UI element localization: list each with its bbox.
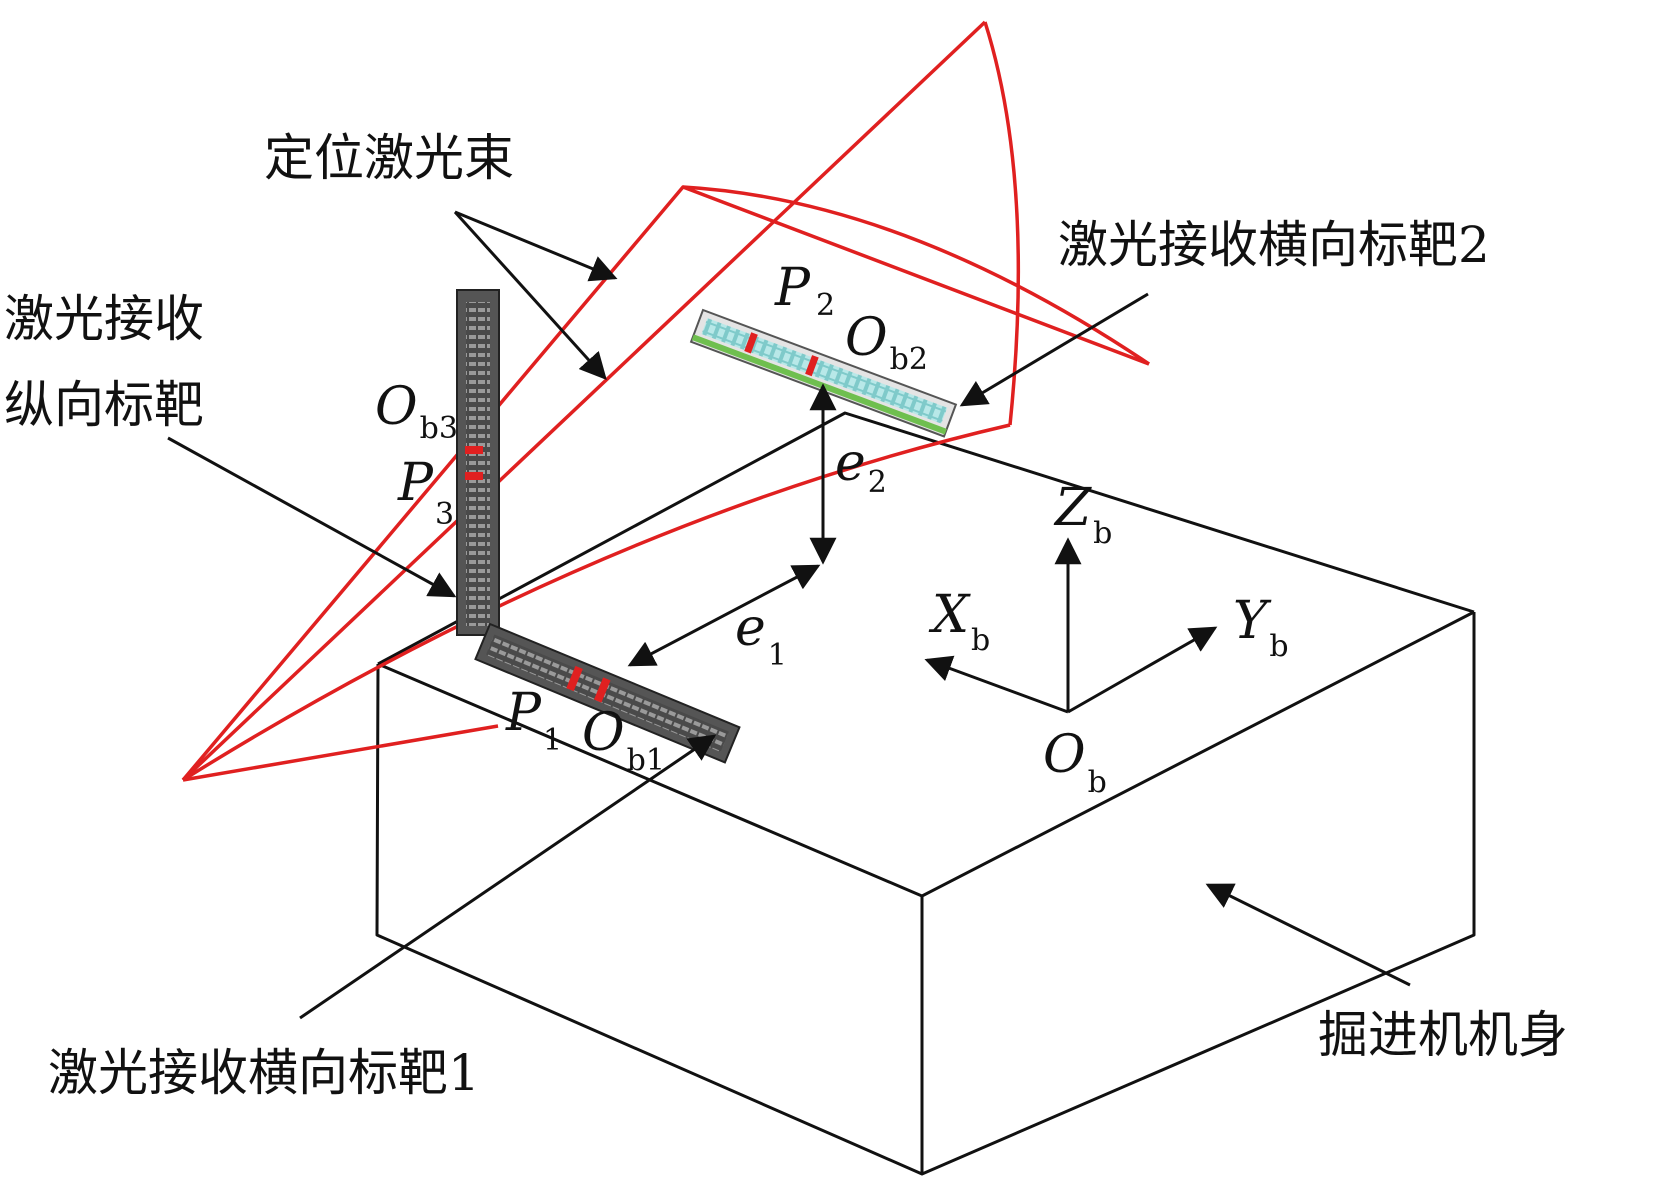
- label-target1: 激光接收横向标靶1: [48, 1044, 480, 1102]
- beam-pointer-upper: [454, 210, 618, 282]
- label-vertical-target-line1: 激光接收: [4, 290, 204, 348]
- dimension-arrows: [627, 383, 837, 667]
- box-top-back-edges: [377, 411, 1475, 666]
- beam-fan-2-arc: [983, 21, 1021, 426]
- machine-body-box: [375, 411, 1476, 1176]
- target2-marker-p: [744, 332, 758, 354]
- symbol-p1: P1: [505, 683, 562, 758]
- x-axis: [924, 655, 1069, 714]
- label-target2: 激光接收横向标靶2: [1058, 216, 1490, 274]
- symbol-yb: Yb: [1233, 591, 1289, 664]
- target1-marker-p: [566, 665, 583, 692]
- symbol-ob2: Ob2: [845, 308, 928, 377]
- label-vertical-target-line2: 纵向标靶: [4, 376, 204, 434]
- horizontal-target-1: [474, 622, 741, 764]
- vertical-target-marker-o: [465, 446, 483, 454]
- laser-beam: [181, 20, 1150, 782]
- y-axis: [1067, 626, 1218, 714]
- target1-pointer: [299, 734, 717, 1020]
- label-body: 掘进机机身: [1318, 1006, 1568, 1064]
- target2-pointer: [959, 292, 1149, 407]
- vertical-target-marker-p: [465, 472, 483, 480]
- symbol-xb: Xb: [928, 585, 990, 658]
- vertical-target-scale: [466, 302, 490, 626]
- symbol-ob1: Ob1: [582, 703, 665, 778]
- body-pointer: [1205, 883, 1411, 987]
- coordinate-axes: [924, 537, 1218, 714]
- beam-fan-1: [181, 185, 1150, 782]
- symbol-e1: e1: [735, 598, 787, 673]
- vertical-target: [456, 289, 500, 636]
- symbol-ob3: Ob3: [375, 377, 458, 446]
- symbol-ob: Ob: [1043, 725, 1107, 800]
- horizontal-target-2: [689, 308, 958, 438]
- beam-fan-2-left: [181, 20, 987, 782]
- beam-low-ray: [182, 724, 499, 782]
- beam-pointer-lower: [453, 210, 607, 381]
- symbol-zb: Zb: [1053, 478, 1112, 551]
- symbol-e2: e2: [835, 433, 887, 500]
- e1-dimension: [627, 564, 821, 667]
- label-beam: 定位激光束: [264, 129, 514, 187]
- vertical-target-pointer: [167, 436, 457, 598]
- beam-fan-2-bottom: [182, 423, 1011, 782]
- pointer-arrows: [167, 210, 1411, 1020]
- target2-marker-o: [805, 355, 819, 377]
- target1-scale: [485, 634, 729, 752]
- symbol-p3: P3: [397, 453, 454, 532]
- target1-marker-o: [594, 677, 611, 703]
- beam-fan-1-arc: [682, 185, 1150, 366]
- target2-scale: [701, 318, 948, 424]
